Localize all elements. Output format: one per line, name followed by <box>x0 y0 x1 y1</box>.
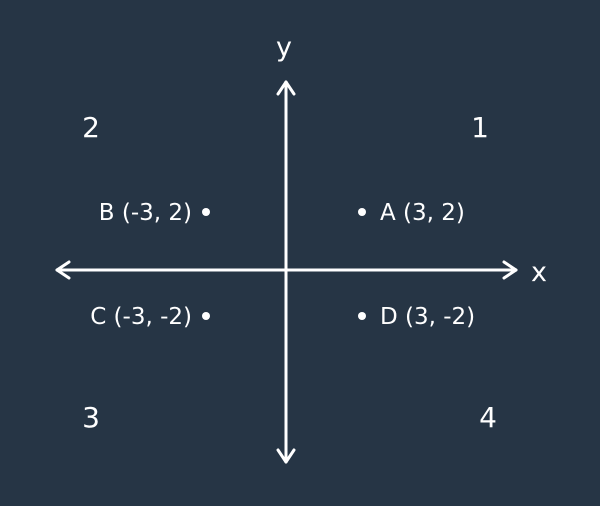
y-axis-bottom-arrowhead <box>276 448 296 464</box>
point-c-dot <box>202 312 210 320</box>
x-axis-label: x <box>531 257 547 288</box>
y-axis-label: y <box>276 32 292 63</box>
y-axis-top-arrowhead <box>276 80 296 96</box>
point-a-label: A (3, 2) <box>380 200 465 226</box>
point-b-dot <box>202 208 210 216</box>
quadrant-labels: 1 2 3 4 <box>82 111 497 434</box>
quadrant-q1-label: 1 <box>471 111 489 144</box>
point-c-label: C (-3, -2) <box>90 304 192 330</box>
quadrant-q3-label: 3 <box>82 401 100 434</box>
x-axis-left-arrowhead <box>55 260 71 280</box>
y-axis <box>276 80 296 464</box>
point-b-label: B (-3, 2) <box>99 200 192 226</box>
point-a-dot <box>358 208 366 216</box>
plotted-points: A (3, 2) B (-3, 2) C (-3, -2) D (3, -2) <box>90 200 475 330</box>
quadrant-q2-label: 2 <box>82 111 100 144</box>
quadrant-q4-label: 4 <box>479 401 497 434</box>
point-d-dot <box>358 312 366 320</box>
point-d-label: D (3, -2) <box>380 304 475 330</box>
x-axis-right-arrowhead <box>502 260 518 280</box>
